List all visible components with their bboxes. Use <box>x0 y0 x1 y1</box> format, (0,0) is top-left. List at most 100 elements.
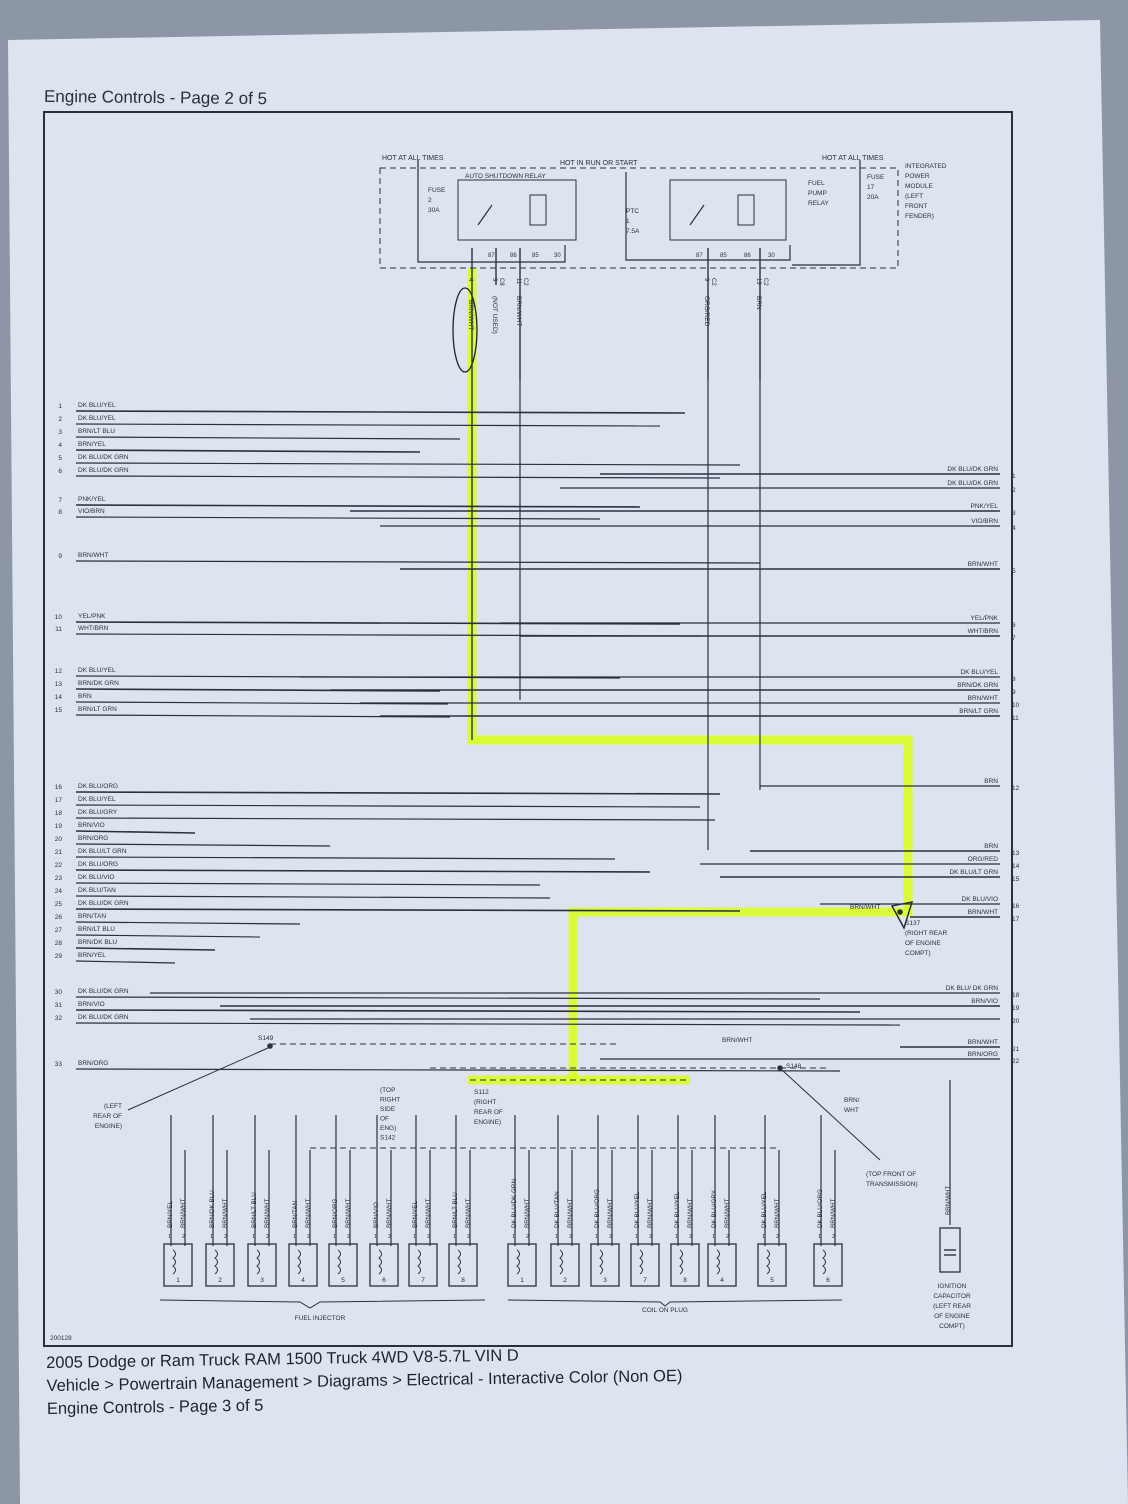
left-wire-number: 17 <box>55 797 63 804</box>
pin-1-label: 1 <box>595 1234 598 1240</box>
wire-segment <box>75 996 821 1000</box>
s148-wire-top: BRN/WHT <box>722 1037 752 1044</box>
s148-location: (TOP FRONT OF <box>866 1171 916 1178</box>
right-wire-number: 18 <box>1012 992 1020 999</box>
output-pin: 19 <box>755 278 761 285</box>
right-wire-label: BRN <box>984 778 998 785</box>
left-wire-number: 32 <box>55 1015 63 1022</box>
left-wire-number: 18 <box>55 810 63 817</box>
wire-2-label: BRN/WHT <box>345 1198 352 1228</box>
output-connector: C8 <box>498 278 504 286</box>
left-wire-label: BRN/TAN <box>78 913 106 920</box>
left-wire-label: DK BLU/YEL <box>78 667 116 674</box>
wire-segment <box>75 804 701 808</box>
ipm-label: FENDER) <box>905 213 934 220</box>
wire-segment <box>75 1009 861 1013</box>
left-wire-number: 14 <box>55 694 63 701</box>
left-wire-label: BRN/LT BLU <box>78 428 115 435</box>
wire-segment <box>75 908 741 912</box>
pin-1-label: 1 <box>413 1234 416 1240</box>
left-wire-number: 3 <box>58 429 62 436</box>
pin-1-label: 1 <box>762 1234 765 1240</box>
right-wire-label: VIO/BRN <box>971 518 998 525</box>
fp-pin-label: 30 <box>768 253 775 259</box>
left-wire-label: DK BLU/YEL <box>78 415 116 422</box>
fp-pin-label: 85 <box>720 253 727 259</box>
pin-2-label: 2 <box>182 1234 185 1240</box>
left-wire-label: BRN/LT GRN <box>78 706 117 713</box>
ipm-label: (LEFT <box>905 193 923 200</box>
right-wire-label: DK BLU/DK GRN <box>947 480 998 487</box>
s149-leader <box>127 1047 269 1111</box>
s142-label: ENG) <box>380 1125 396 1132</box>
pin-2-label: 2 <box>347 1234 350 1240</box>
left-wire-number: 1 <box>58 403 62 410</box>
wire-segment <box>75 830 196 834</box>
paper-sheet <box>8 20 1128 1504</box>
left-wire-number: 8 <box>58 509 62 516</box>
left-wire-number: 5 <box>58 455 62 462</box>
coil-winding <box>822 1249 826 1275</box>
right-wire-number: 15 <box>1012 876 1020 883</box>
right-wire-label: BRN/WHT <box>968 909 998 916</box>
left-wire-number: 2 <box>58 416 62 423</box>
connector-body <box>507 1243 537 1287</box>
s148-label: S148 <box>786 1063 802 1070</box>
left-wire-number: 24 <box>55 888 63 895</box>
output-pin: 11 <box>515 278 521 285</box>
left-wire-14: 14 BRN <box>55 693 449 705</box>
connector-number: 8 <box>683 1277 687 1284</box>
output-pin: 4 <box>467 278 473 282</box>
asd-pin-label: 87 <box>488 253 495 259</box>
left-wire-number: 6 <box>58 468 62 475</box>
wire-segment <box>75 960 176 964</box>
s149-dot <box>267 1043 273 1049</box>
coil-winding <box>256 1249 260 1275</box>
right-wire-label: BRN/WHT <box>968 695 998 702</box>
s137-wire-label: BRN/WHT <box>850 904 880 911</box>
pin-1-label: 1 <box>712 1234 715 1240</box>
output-connector: C2 <box>522 278 528 286</box>
left-wire-label: DK BLU/DK GRN <box>78 900 129 907</box>
coil-winding <box>214 1249 218 1275</box>
wire-segment <box>75 921 301 925</box>
capacitor-label: IGNITION <box>938 1283 967 1290</box>
wire-2-label: BRN/WHT <box>264 1198 271 1228</box>
wire-segment <box>75 817 716 821</box>
left-wire-label: BRN/DK BLU <box>78 939 117 946</box>
fuel-pump-relay-label: RELAY <box>808 200 829 207</box>
coil-winding <box>417 1249 421 1275</box>
left-wire-number: 25 <box>55 901 63 908</box>
left-wire-number: 12 <box>55 668 63 675</box>
right-wire-number: 20 <box>1012 1018 1020 1025</box>
pin-2-label: 2 <box>388 1234 391 1240</box>
s149-label: S149 <box>258 1035 274 1042</box>
wire-segment <box>75 947 216 951</box>
left-wire-3: 3 BRN/LT BLU <box>58 428 461 440</box>
pin-2-label: 2 <box>569 1234 572 1240</box>
left-wire-label: BRN <box>78 693 92 700</box>
wire-2-label: BRN/WHT <box>567 1198 574 1228</box>
connector-number: 4 <box>301 1277 305 1284</box>
right-wire-20: 20 <box>250 1018 1020 1025</box>
wire-segment <box>75 843 331 847</box>
wire-segment <box>75 882 541 886</box>
coil-winding <box>297 1249 301 1275</box>
